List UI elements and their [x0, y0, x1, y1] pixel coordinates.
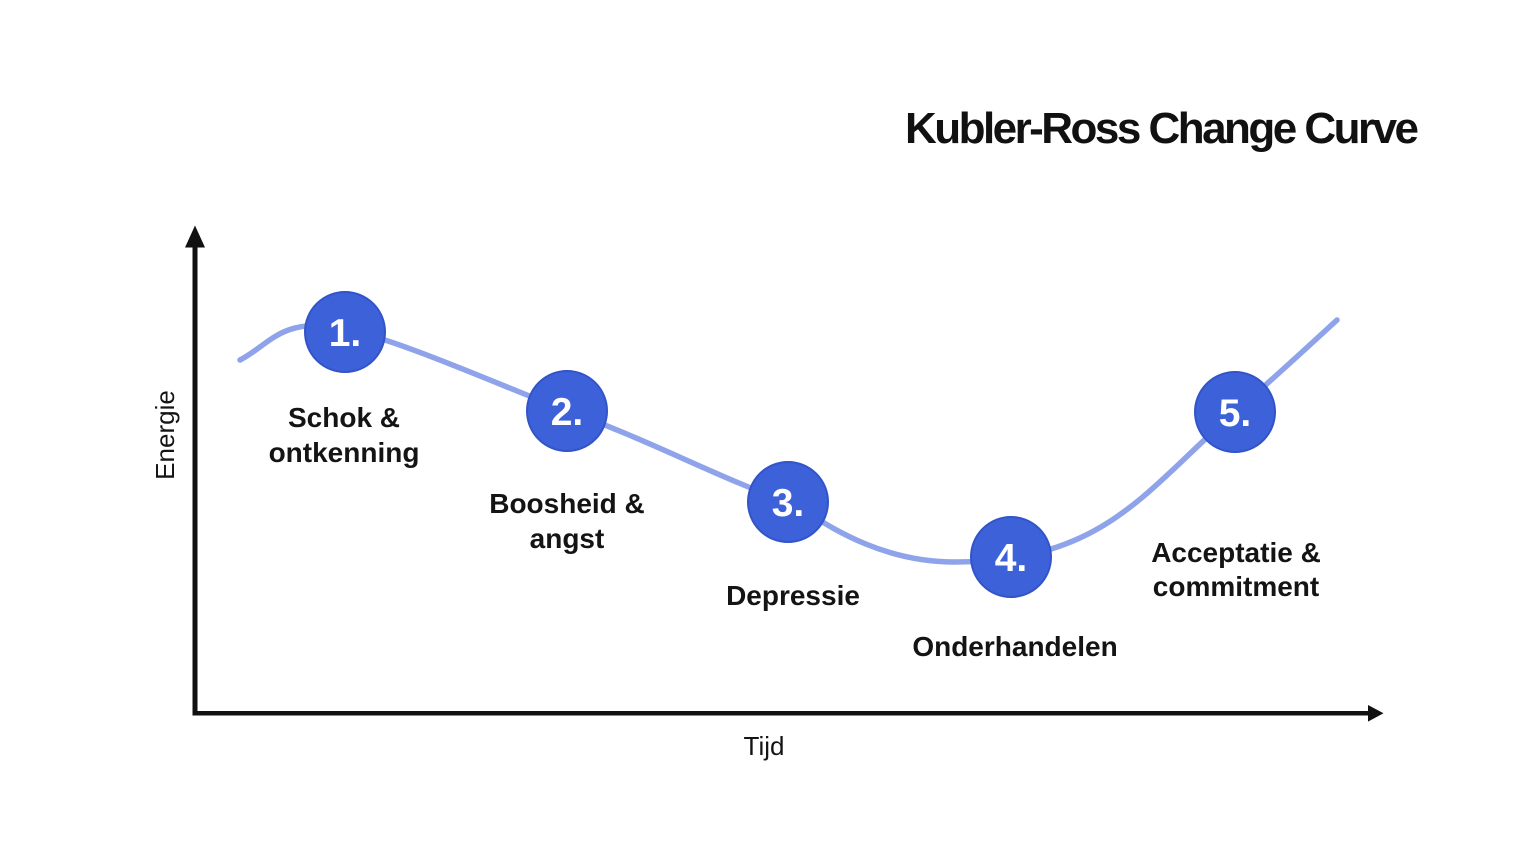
svg-text:1.: 1.: [329, 312, 362, 355]
svg-text:4.: 4.: [995, 537, 1028, 580]
svg-text:Energie: Energie: [150, 390, 180, 480]
svg-text:5.: 5.: [1219, 392, 1252, 435]
svg-text:Acceptatie &: Acceptatie &: [1151, 537, 1321, 568]
svg-text:Tijd: Tijd: [744, 731, 785, 761]
svg-text:Schok &: Schok &: [288, 402, 400, 433]
svg-text:3.: 3.: [772, 482, 805, 525]
svg-text:Onderhandelen: Onderhandelen: [912, 631, 1117, 662]
svg-text:ontkenning: ontkenning: [269, 437, 420, 468]
svg-text:commitment: commitment: [1153, 571, 1319, 602]
svg-text:2.: 2.: [551, 391, 584, 434]
svg-text:Kubler-Ross Change Curve: Kubler-Ross Change Curve: [905, 104, 1419, 153]
svg-text:angst: angst: [530, 523, 605, 554]
svg-text:Depressie: Depressie: [726, 580, 860, 611]
svg-text:Boosheid &: Boosheid &: [489, 488, 645, 519]
